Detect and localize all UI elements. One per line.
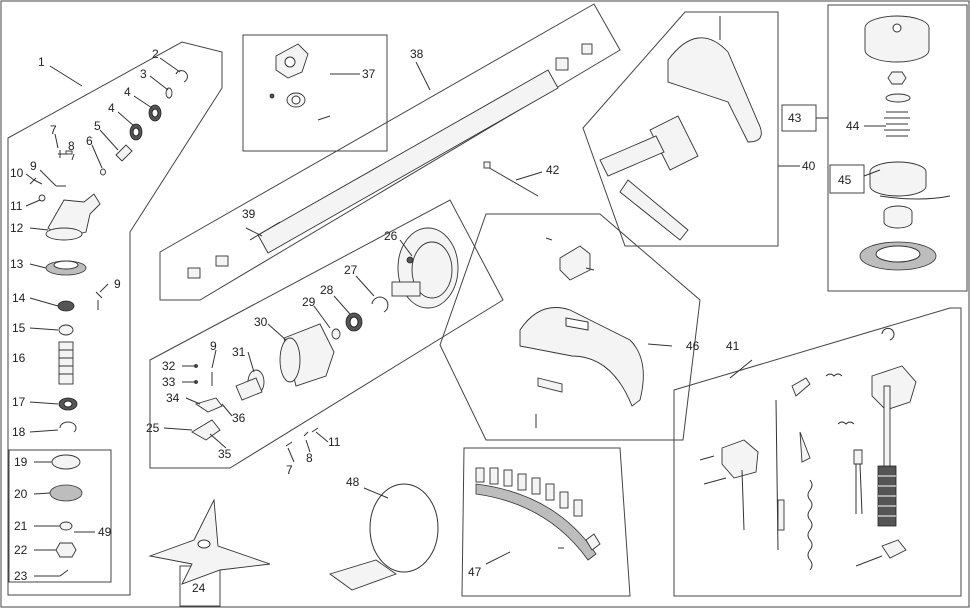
label-36: 36 [232,411,246,425]
label-49: 49 [98,525,112,539]
label-13: 13 [10,257,24,271]
group-40-handle-outline [582,11,779,247]
label-37: 37 [362,67,376,81]
group-37-outline [242,34,388,152]
label-32: 32 [162,359,176,373]
label-20: 20 [14,487,28,501]
group-46-guard-parts [519,237,673,428]
label-22: 22 [14,543,28,557]
cable-tie-42 [483,161,543,197]
group-25-leaders [163,239,413,463]
group-46-guard-outline [439,213,701,441]
label-41: 41 [726,339,740,353]
label-8b: 8 [306,451,313,465]
label-27: 27 [344,263,358,277]
label-31: 31 [232,345,246,359]
group-45-head-parts [859,15,951,271]
label-19: 19 [14,455,28,469]
label-39: 39 [242,207,256,221]
label-48: 48 [346,475,360,489]
group-47-outline [461,447,631,597]
label-14: 14 [12,291,26,305]
label-21: 21 [14,519,28,533]
gearhead-leaders [25,57,181,577]
label-11a: 11 [10,199,23,213]
label-15: 15 [12,321,26,335]
label-35: 35 [218,447,232,461]
label-28: 28 [320,283,334,297]
label-38: 38 [410,47,424,61]
label-33: 33 [162,375,176,389]
label-34: 34 [166,391,180,405]
group-38-shaft-outline [159,3,621,301]
blade-24-parts [148,498,271,585]
group-41-throttle-parts [699,327,917,571]
label-3: 3 [140,67,147,81]
label-46: 46 [686,339,700,353]
part-number-labels: 1 2 3 4 4 5 6 7 8 9 10 11 12 13 9 14 15 … [10,47,860,595]
label-5: 5 [94,119,101,133]
group-45-head-outline [827,4,968,292]
label-45-box [829,164,865,194]
label-4b: 4 [108,101,115,115]
group-25-clutch-parts [191,227,459,447]
label-10: 10 [10,166,24,180]
label-16: 16 [12,351,26,365]
label-47: 47 [468,565,482,579]
group-47-parts [475,467,601,565]
label-24: 24 [192,581,206,595]
label-23: 23 [14,569,28,583]
label-25: 25 [146,421,160,435]
label-11b: 11 [328,435,341,449]
label-43: 43 [788,111,802,125]
label-40: 40 [802,159,816,173]
group-40-handle-parts [599,16,800,241]
group-25-clutch-outline [149,199,504,469]
label-30: 30 [254,315,268,329]
group-45-leaders [816,117,886,177]
gearhead-parts [29,70,188,577]
label-1: 1 [38,55,45,69]
label-9c: 9 [210,339,217,353]
label-12: 12 [10,221,24,235]
strap-48-parts [329,483,439,591]
group-38-shaft-parts [187,43,593,279]
group-1-gearhead-outline [7,41,223,596]
label-44: 44 [846,119,860,133]
group-41-throttle-outline [673,307,962,597]
label-9a: 9 [30,159,37,173]
group-37-parts [269,43,360,121]
label-2: 2 [152,47,159,61]
label-17: 17 [12,395,26,409]
label-45: 45 [838,173,852,187]
label-42: 42 [546,163,560,177]
label-7a: 7 [50,123,57,137]
label-29: 29 [302,295,316,309]
label-8a: 8 [68,139,75,153]
label-7b: 7 [286,463,293,477]
label-6: 6 [86,134,93,148]
label-18: 18 [12,425,26,439]
label-26: 26 [384,229,398,243]
group-49-outline [8,449,112,583]
label-4a: 4 [124,85,131,99]
label-9b: 9 [114,277,121,291]
